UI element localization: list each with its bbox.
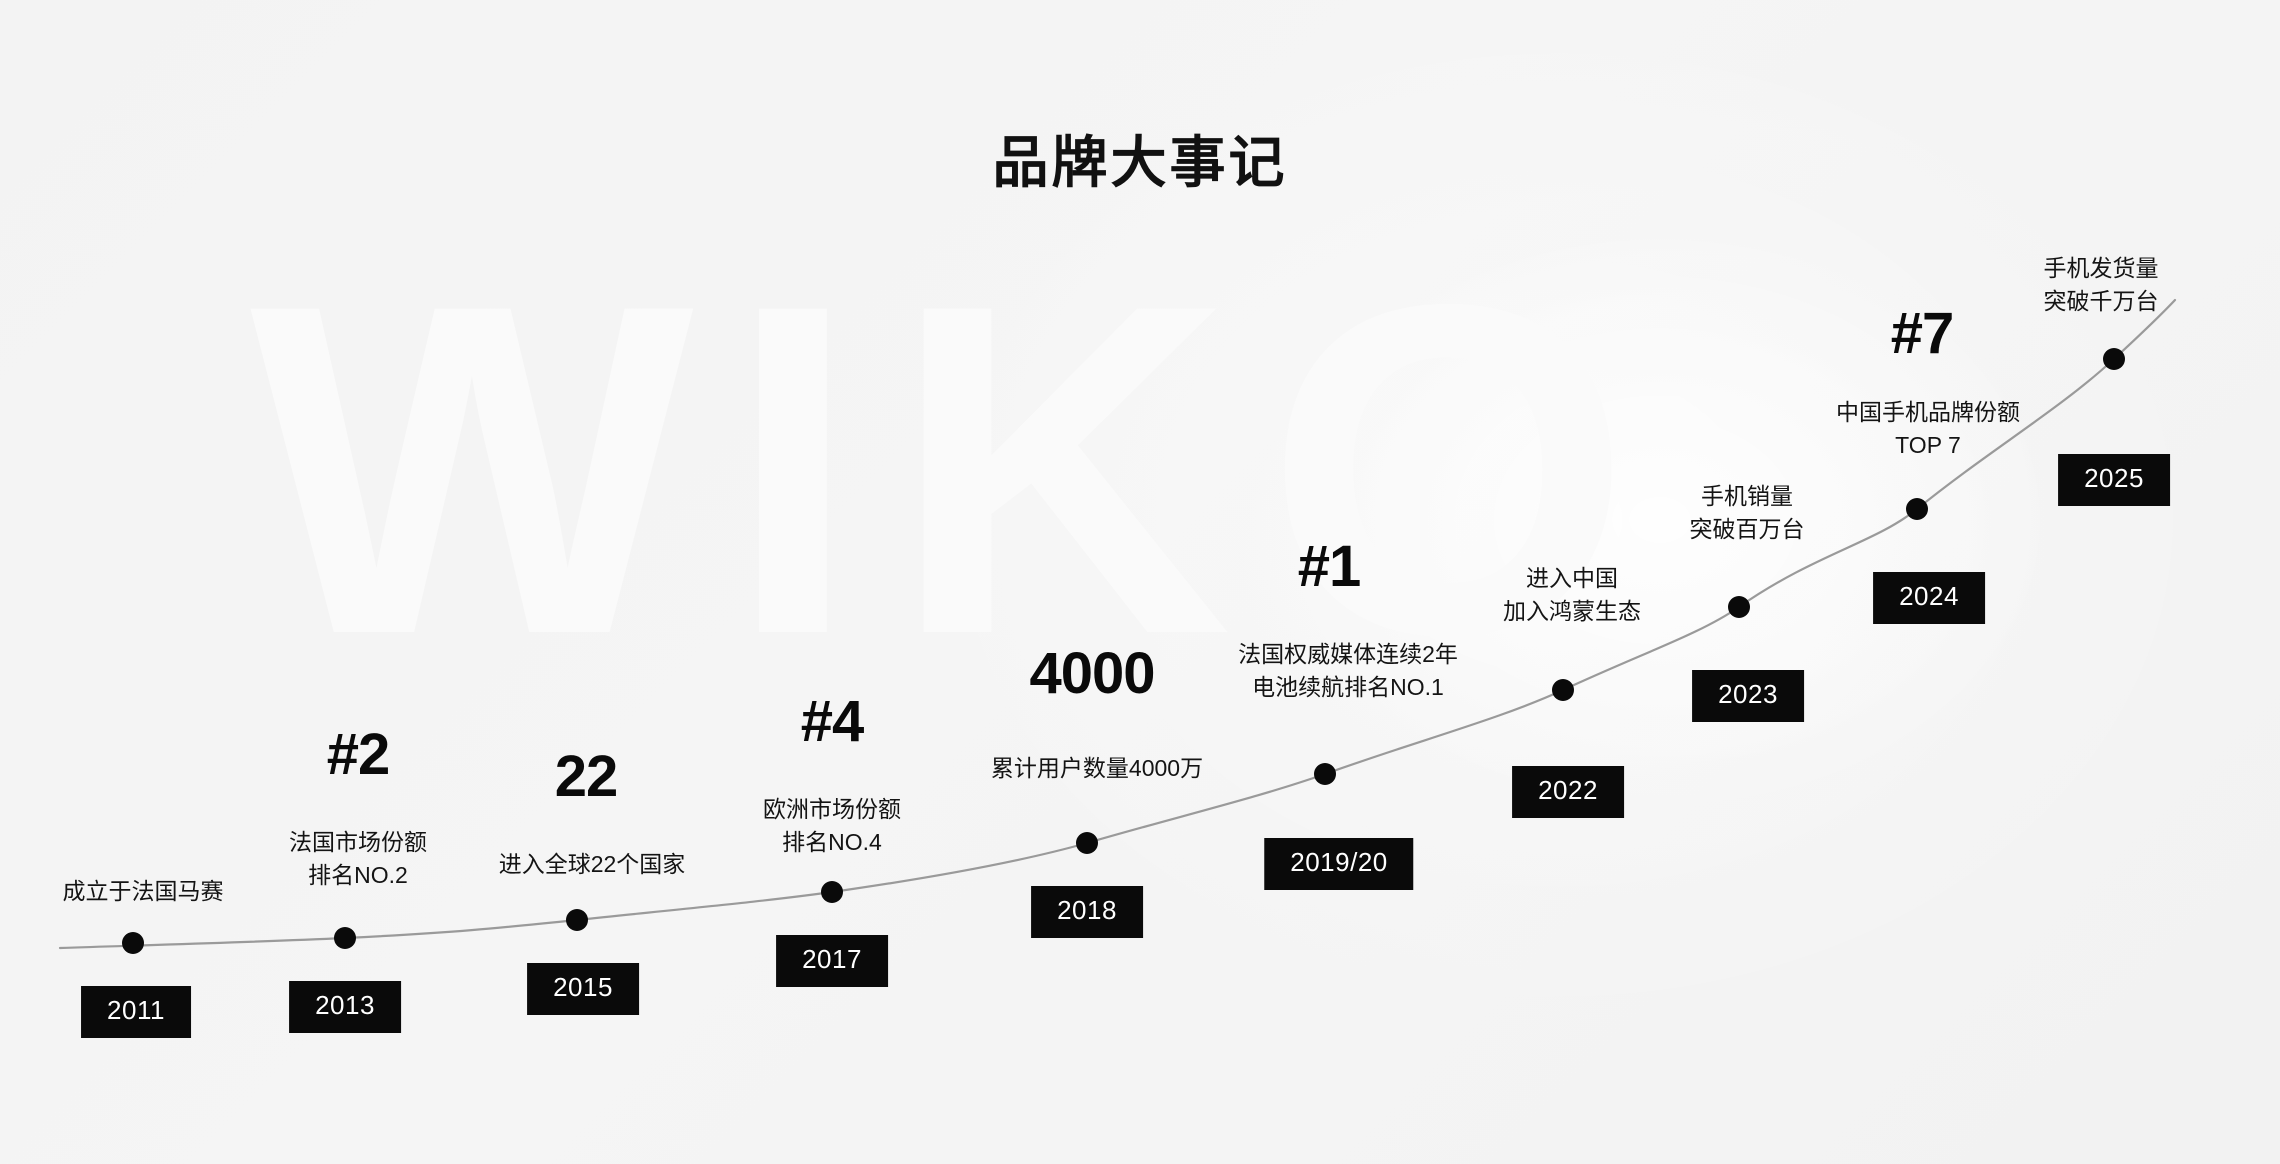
milestone-headline-2019-20: #1 [1297,534,1362,599]
milestone-dot-2015[interactable] [566,909,588,931]
milestone-description-2025: 手机发货量突破千万台 [2044,252,2159,317]
description-line: 累计用户数量4000万 [990,755,1204,781]
milestone-dot-2017[interactable] [821,881,843,903]
description-line: 成立于法国马赛 [62,878,224,904]
milestone-dot-2023[interactable] [1728,596,1750,618]
milestone-dot-2024[interactable] [1906,498,1928,520]
year-chip-2013[interactable]: 2013 [289,981,401,1033]
milestone-headline-2017: #4 [800,689,865,754]
milestone-headline-2015: 22 [554,744,619,809]
year-chip-2019-20[interactable]: 2019/20 [1264,838,1414,890]
milestone-description-2013: 法国市场份额排名NO.2 [289,826,427,891]
year-chip-2024[interactable]: 2024 [1873,572,1985,624]
milestone-description-2015: 进入全球22个国家 [499,848,686,881]
milestone-description-2018: 累计用户数量4000万 [991,752,1203,785]
milestone-description-2011: 成立于法国马赛 [63,875,224,908]
description-line: 法国市场份额 [289,829,427,855]
milestone-description-2023: 手机销量突破百万台 [1690,480,1805,545]
description-line: 手机销量 [1701,483,1793,509]
milestone-headline-2024: #7 [1890,301,1955,366]
year-chip-2015[interactable]: 2015 [527,963,639,1015]
year-chip-2017[interactable]: 2017 [776,935,888,987]
year-chip-2011[interactable]: 2011 [81,986,191,1038]
description-line: 进入全球22个国家 [498,851,686,877]
milestone-dot-2019-20[interactable] [1314,763,1336,785]
description-line: 法国权威媒体连续2年 [1238,641,1458,667]
milestone-headline-2018: 4000 [1029,641,1155,706]
description-line: 手机发货量 [2043,255,2159,281]
description-line: 进入中国 [1526,565,1618,591]
milestone-dot-2011[interactable] [122,932,144,954]
description-line: 加入鸿蒙生态 [1503,597,1641,624]
year-chip-2018[interactable]: 2018 [1031,886,1143,938]
year-chip-2025[interactable]: 2025 [2058,454,2170,506]
description-line: TOP 7 [1895,431,1961,458]
description-line: 突破百万台 [1689,515,1805,542]
description-line: 排名NO.4 [782,828,882,855]
description-line: 突破千万台 [2043,287,2159,314]
description-line: 排名NO.2 [308,861,408,888]
description-line: 欧洲市场份额 [763,796,901,822]
milestone-dot-2018[interactable] [1076,832,1098,854]
year-chip-2023[interactable]: 2023 [1692,670,1804,722]
milestone-description-2017: 欧洲市场份额排名NO.4 [763,793,901,858]
milestone-description-2019-20: 法国权威媒体连续2年电池续航排名NO.1 [1238,638,1458,703]
milestone-dot-2022[interactable] [1552,679,1574,701]
milestone-dot-2013[interactable] [334,927,356,949]
milestone-description-2024: 中国手机品牌份额 TOP 7 [1836,396,2020,461]
milestone-headline-2013: #2 [326,722,391,787]
page-title: 品牌大事记 [992,131,1288,194]
description-line: 电池续航排名NO.1 [1252,673,1444,700]
milestone-dot-2025[interactable] [2103,348,2125,370]
year-chip-2022[interactable]: 2022 [1512,766,1624,818]
description-line: 中国手机品牌份额 [1836,399,2020,425]
milestone-description-2022: 进入中国加入鸿蒙生态 [1503,562,1641,627]
